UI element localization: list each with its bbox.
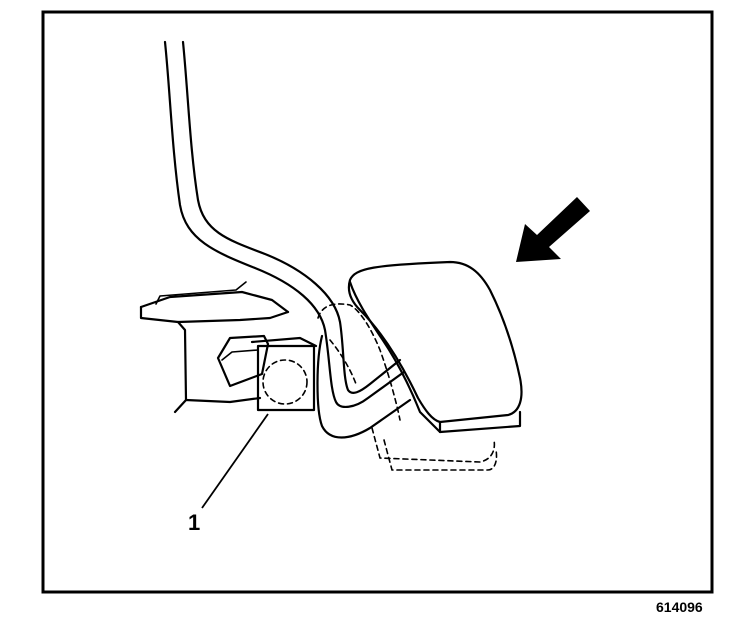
direction-arrow-icon — [516, 197, 590, 262]
figure-number: 614096 — [656, 599, 703, 615]
callout-1-label: 1 — [188, 510, 200, 535]
callout-leader-line — [201, 413, 269, 509]
mounting-bracket — [139, 281, 290, 414]
pedal-released-position — [317, 303, 498, 471]
stop-lamp-switch — [216, 334, 318, 412]
pedal-pad — [347, 260, 523, 434]
diagram-frame — [41, 10, 714, 594]
pedal-arm — [163, 40, 412, 439]
